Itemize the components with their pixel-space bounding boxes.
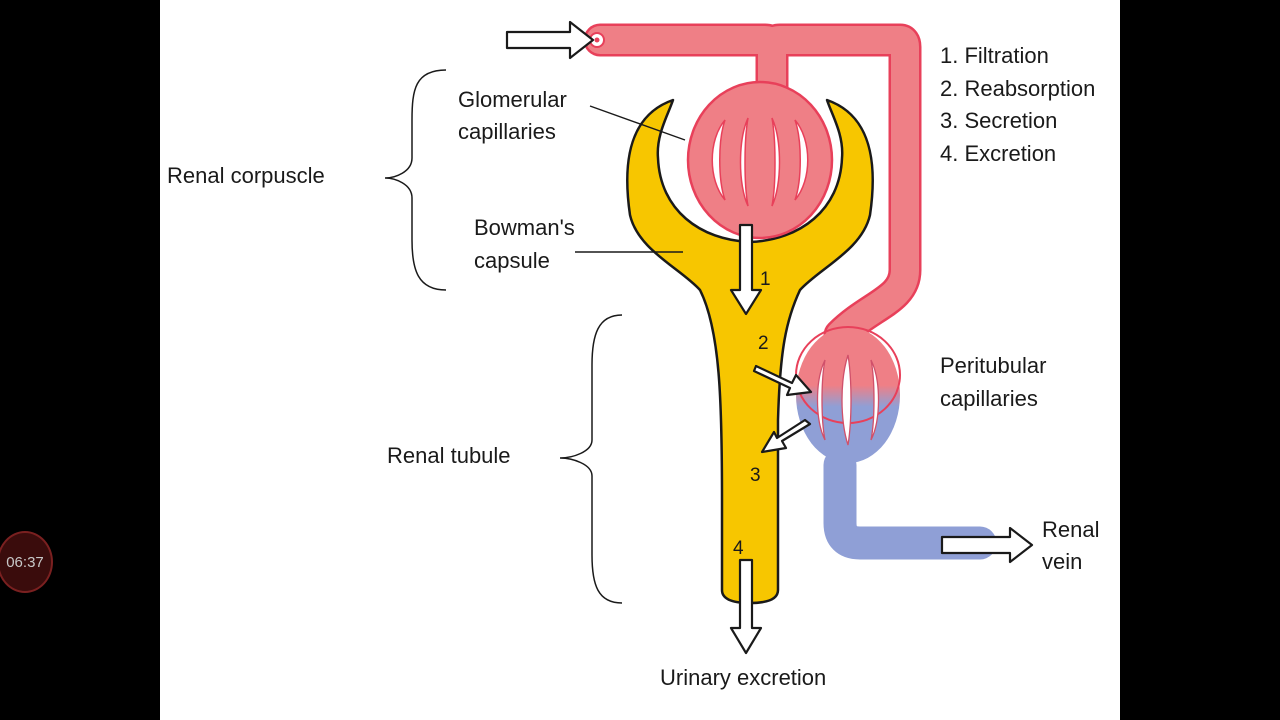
label-glomerular-line1: Glomerular	[458, 87, 567, 112]
label-urinary-excretion: Urinary excretion	[660, 665, 827, 690]
label-glomerular-line2: capillaries	[458, 119, 556, 144]
video-timestamp-badge[interactable]: 06:37	[0, 531, 53, 593]
glomerulus-loops	[711, 117, 809, 207]
step-reabsorption: 2. Reabsorption	[940, 75, 1096, 101]
nephron-diagram: 1 2 3 4	[384, 20, 1034, 655]
diagram-canvas: 1 2 3 4 Glomerular capillaries Renal cor…	[160, 0, 1120, 720]
renal-corpuscle-brace	[384, 69, 447, 291]
peritubular-loops	[816, 354, 880, 446]
step-secretion: 3. Secretion	[940, 108, 1058, 133]
step-excretion: 4. Excretion	[940, 140, 1057, 166]
label-renal-vein-line1: Renal	[1042, 517, 1100, 542]
step-marker-2: 2	[758, 333, 769, 354]
glomerulus	[686, 80, 834, 240]
label-renal-tubule: Renal tubule	[387, 443, 511, 468]
renal-vein-arrow	[940, 526, 1034, 564]
label-renal-vein-line2: vein	[1042, 549, 1083, 574]
step-marker-3: 3	[750, 465, 761, 486]
timestamp-text: 06:37	[6, 553, 44, 571]
step-marker-1: 1	[760, 269, 771, 290]
blood-inflow-arrow	[505, 20, 595, 60]
excretion-arrow	[729, 558, 763, 655]
glomerular-leader-line	[589, 105, 686, 141]
reabsorption-arrow	[752, 364, 813, 397]
step-marker-4: 4	[733, 538, 744, 559]
step-filtration: 1. Filtration	[940, 43, 1049, 68]
label-peritubular-line1: Peritubular	[940, 353, 1047, 378]
secretion-arrow	[760, 418, 812, 454]
label-peritubular-line2: capillaries	[940, 386, 1038, 411]
process-steps-list: 1. Filtration 2. Reabsorption 3. Secreti…	[940, 40, 1095, 170]
blood-vessels	[583, 23, 997, 560]
renal-tubule-brace	[559, 314, 623, 604]
bowmans-capsule-and-tubule	[626, 98, 874, 605]
label-bowmans-line2: capsule	[474, 248, 550, 273]
filtration-arrow	[729, 223, 763, 316]
label-bowmans-line1: Bowman's	[474, 215, 575, 240]
label-renal-corpuscle: Renal corpuscle	[167, 163, 325, 188]
